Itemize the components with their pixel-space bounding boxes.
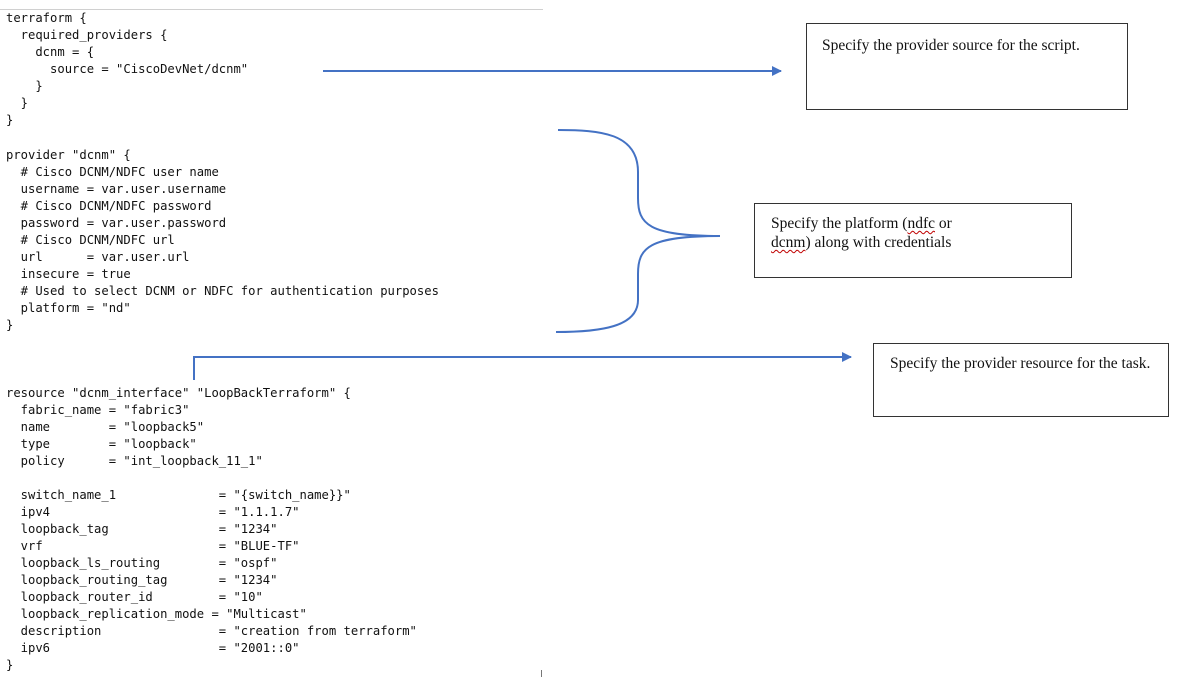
code-line: } xyxy=(6,113,14,127)
code-line: } xyxy=(6,79,43,93)
code-line: } xyxy=(6,658,14,672)
arrow-resource xyxy=(193,352,852,380)
code-line: } xyxy=(6,96,29,110)
code-line: fabric_name = "fabric3" xyxy=(6,403,190,417)
code-line: username = var.user.username xyxy=(6,182,227,196)
code-line: } xyxy=(6,318,14,332)
code-line: description = "creation from terraform" xyxy=(6,624,417,638)
code-line: # Cisco DCNM/NDFC user name xyxy=(6,165,219,179)
code-line: resource "dcnm_interface" "LoopBackTerra… xyxy=(6,386,351,400)
code-line: type = "loopback" xyxy=(6,437,197,451)
code-line: url = var.user.url xyxy=(6,250,190,264)
code-line: policy = "int_loopback_11_1" xyxy=(6,454,263,468)
code-line: loopback_tag = "1234" xyxy=(6,522,278,536)
code-line: required_providers { xyxy=(6,28,168,42)
code-line: loopback_ls_routing = "ospf" xyxy=(6,556,278,570)
callout-text-platform-part3: ) along with credentials xyxy=(805,234,952,251)
code-block-terraform: terraform { required_providers { dcnm = … xyxy=(6,10,248,129)
code-line: platform = "nd" xyxy=(6,301,131,315)
cursor-tick-mark xyxy=(541,670,542,677)
curly-brace-provider xyxy=(555,129,721,333)
callout-box-resource: Specify the provider resource for the ta… xyxy=(873,343,1169,417)
code-line: dcnm = { xyxy=(6,45,95,59)
code-line: name = "loopback5" xyxy=(6,420,205,434)
callout-text-source: Specify the provider source for the scri… xyxy=(822,37,1080,54)
code-line: terraform { xyxy=(6,11,87,25)
code-line: # Cisco DCNM/NDFC password xyxy=(6,199,212,213)
code-line: loopback_router_id = "10" xyxy=(6,590,263,604)
spellcheck-word-dcnm: dcnm xyxy=(771,234,806,251)
code-line: vrf = "BLUE-TF" xyxy=(6,539,300,553)
callout-text-platform-part2: or xyxy=(935,215,952,232)
code-line: # Used to select DCNM or NDFC for authen… xyxy=(6,284,439,298)
code-line: loopback_routing_tag = "1234" xyxy=(6,573,278,587)
code-block-provider: provider "dcnm" { # Cisco DCNM/NDFC user… xyxy=(6,147,439,334)
code-line: # Cisco DCNM/NDFC url xyxy=(6,233,175,247)
code-line: source = "CiscoDevNet/dcnm" xyxy=(6,62,249,76)
callout-box-platform: Specify the platform (ndfc or dcnm) alon… xyxy=(754,203,1072,278)
code-line: loopback_replication_mode = "Multicast" xyxy=(6,607,307,621)
code-line: insecure = true xyxy=(6,267,131,281)
callout-box-source: Specify the provider source for the scri… xyxy=(806,23,1128,110)
spellcheck-word-ndfc: ndfc xyxy=(907,215,935,232)
code-line: switch_name_1 = "{switch_name}}" xyxy=(6,488,351,502)
code-line: provider "dcnm" { xyxy=(6,148,131,162)
top-divider-line xyxy=(0,9,543,10)
callout-text-platform-part1: Specify the platform ( xyxy=(771,215,908,232)
code-line: ipv6 = "2001::0" xyxy=(6,641,300,655)
callout-text-resource: Specify the provider resource for the ta… xyxy=(890,355,1151,372)
code-line: password = var.user.password xyxy=(6,216,227,230)
code-block-resource: resource "dcnm_interface" "LoopBackTerra… xyxy=(6,385,417,674)
code-line: ipv4 = "1.1.1.7" xyxy=(6,505,300,519)
